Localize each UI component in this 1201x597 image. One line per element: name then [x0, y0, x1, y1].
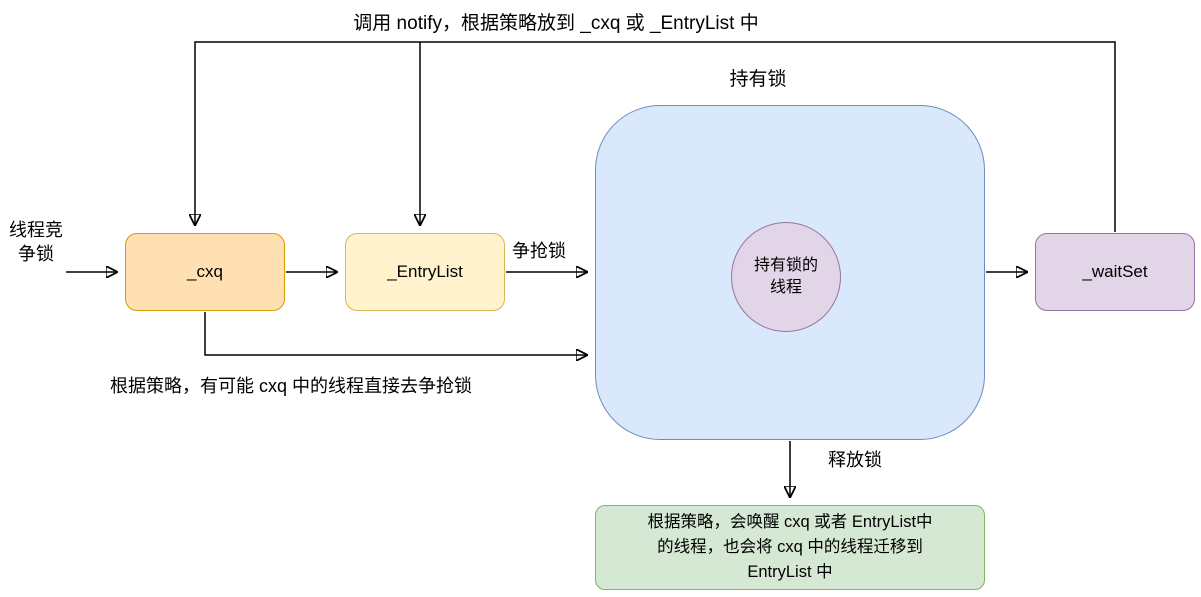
- cxq-label: _cxq: [187, 262, 223, 281]
- thread-contend-label: 线程竞 争锁: [9, 220, 63, 265]
- waitset-node: _waitSet: [1035, 233, 1195, 311]
- contend-lock-label: 争抢锁: [512, 241, 566, 261]
- cxq-node: _cxq: [125, 233, 285, 311]
- entrylist-node: _EntryList: [345, 233, 505, 311]
- entrylist-label: _EntryList: [387, 262, 463, 281]
- holder-thread-label: 持有锁的 线程: [753, 257, 818, 296]
- release-note-box: 根据策略，会唤醒 cxq 或者 EntryList中 的线程，也会将 cxq 中…: [595, 505, 985, 590]
- holder-thread-circle: 持有锁的 线程: [731, 222, 841, 332]
- cxq-direct-note: 根据策略，有可能 cxq 中的线程直接去争抢锁: [110, 376, 473, 396]
- cxq-direct-to-holder-arrow: [204, 312, 586, 355]
- release-note-text: 根据策略，会唤醒 cxq 或者 EntryList中 的线程，也会将 cxq 中…: [647, 513, 933, 581]
- release-lock-label: 释放锁: [828, 450, 882, 470]
- waitset-label: _waitSet: [1082, 262, 1148, 281]
- notify-title: 调用 notify，根据策略放到 _cxq 或 _EntryList 中: [353, 13, 759, 34]
- holder-title: 持有锁: [729, 69, 787, 90]
